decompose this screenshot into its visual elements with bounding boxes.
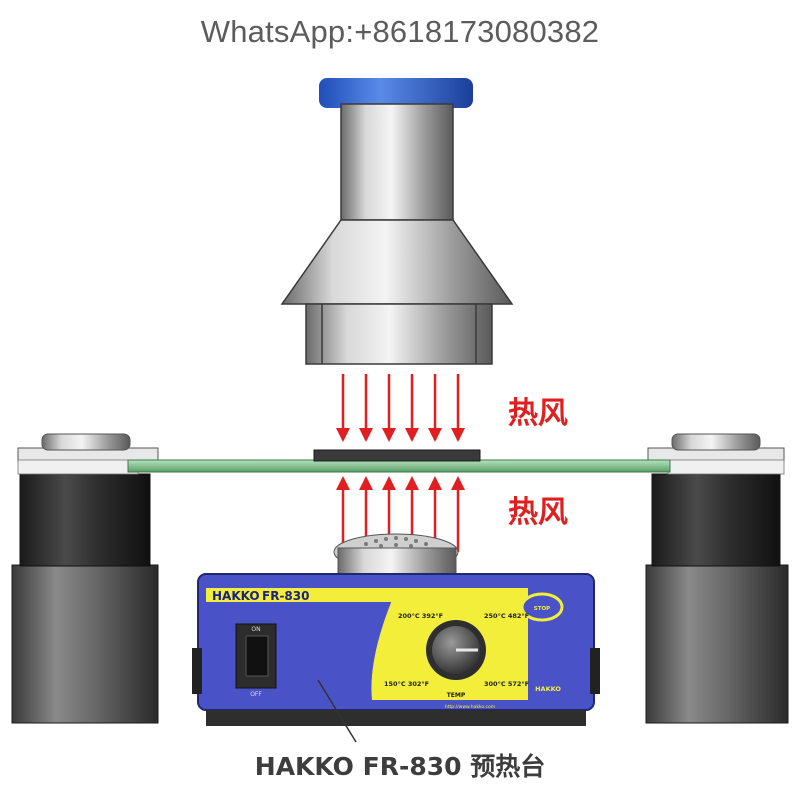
nozzle-tip <box>305 303 493 365</box>
callout-line <box>317 679 357 743</box>
switch-on-label: ON <box>251 626 260 633</box>
hot-air-nozzle <box>280 78 514 365</box>
pcb-board <box>127 459 671 473</box>
nozzle-cone <box>280 219 514 305</box>
station-model-label: FR-830 <box>262 589 309 603</box>
standby-button <box>520 592 564 622</box>
station-url: http://www.hakko.com <box>445 704 495 710</box>
hot-air-label-bottom: 热风 <box>508 495 568 530</box>
switch-off-label: OFF <box>250 691 262 698</box>
watermark-text: WhatsApp:+8618173080382 <box>200 14 600 49</box>
power-switch <box>245 635 269 677</box>
temp-mark: 150°C 302°F <box>384 680 429 688</box>
preheater-station <box>192 533 600 726</box>
standby-label: STOP <box>534 606 550 612</box>
temp-mark: 250°C 482°F <box>484 612 529 620</box>
nozzle-barrel <box>340 103 454 221</box>
temp-mark: 300°C 572°F <box>484 680 529 688</box>
diagram-caption: HAKKO FR-830 预热台 <box>254 752 546 781</box>
station-brand-label: HAKKO <box>212 589 260 603</box>
hot-air-arrows-down <box>336 374 465 442</box>
station-logo: HAKKO <box>535 685 561 693</box>
temp-mark: 200°C 392°F <box>398 612 443 620</box>
hot-air-label-top: 热风 <box>508 396 568 431</box>
nozzle-handle-cap <box>319 78 473 108</box>
brand-strip <box>206 588 528 602</box>
dial-label: TEMP <box>447 692 466 699</box>
right-board-holder <box>645 433 789 724</box>
left-board-holder <box>11 433 159 724</box>
bga-chip <box>313 449 481 462</box>
